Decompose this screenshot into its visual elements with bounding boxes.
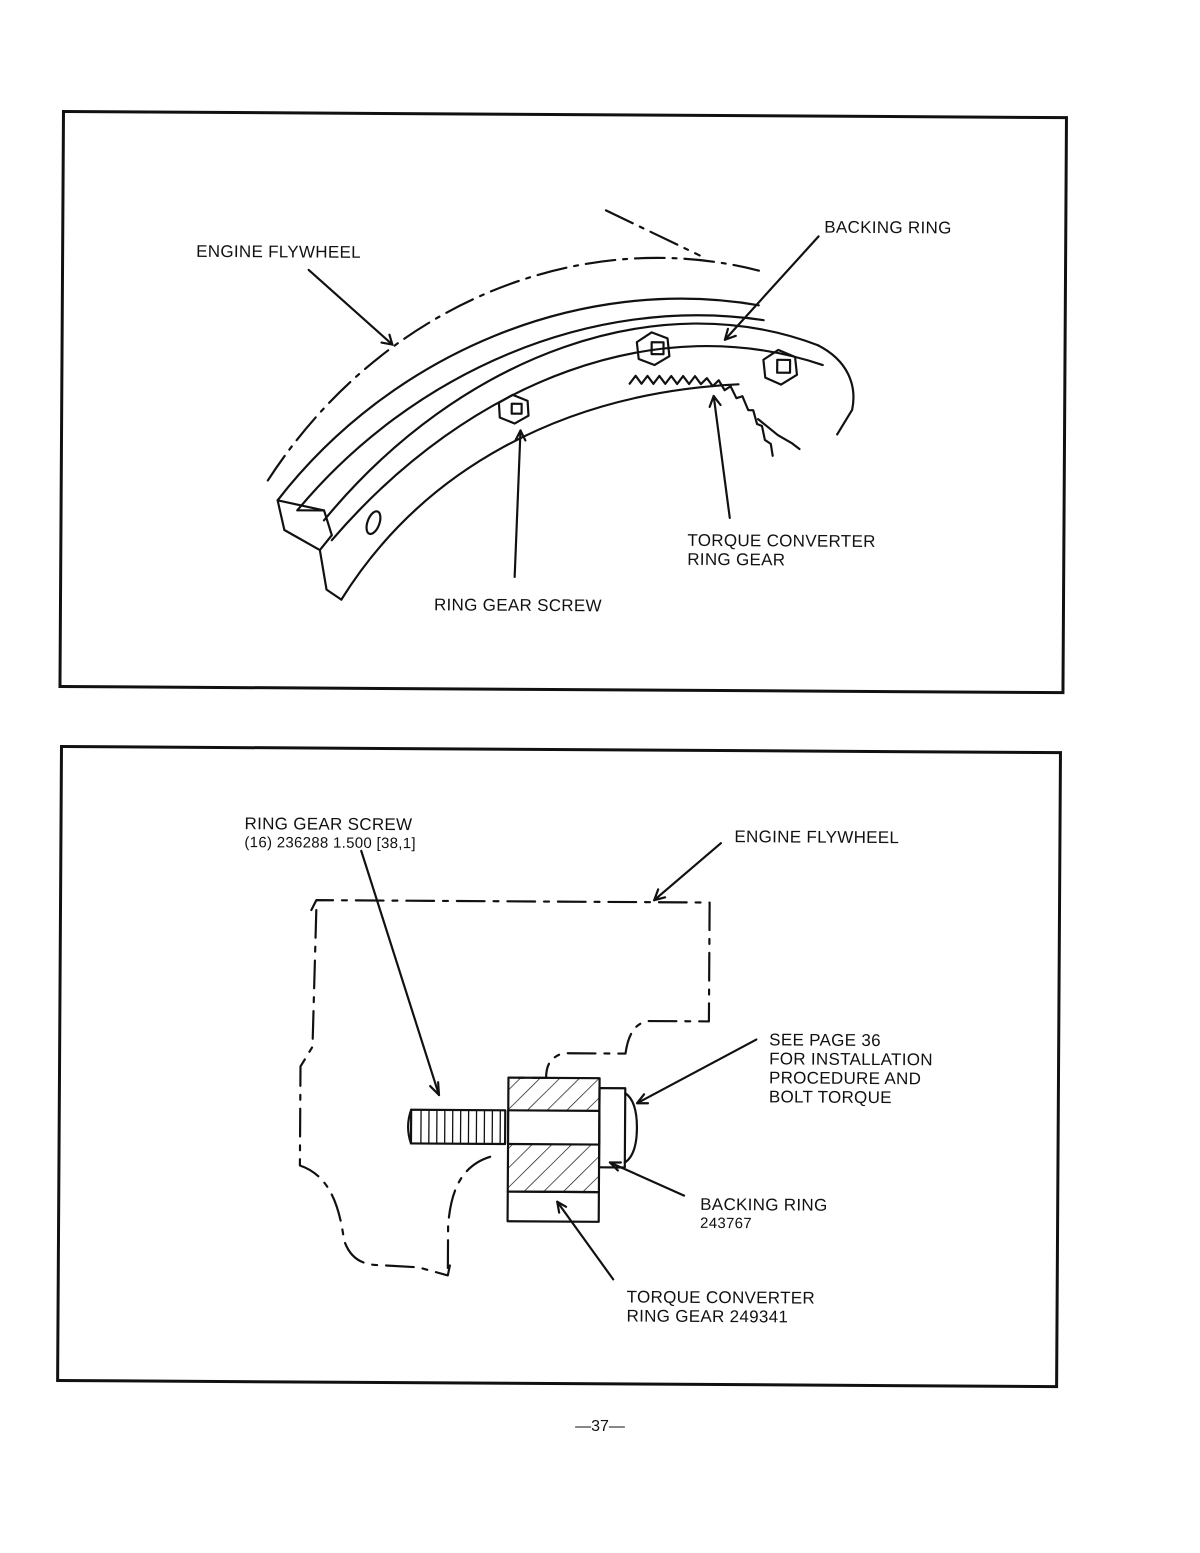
ring-gear-teeth	[628, 374, 774, 457]
leader-engine-flywheel	[653, 842, 722, 902]
bolt-hole	[365, 510, 382, 536]
backing-ring-mid	[330, 345, 824, 542]
label-ring-gear-screw-line2: (16) 236288 1.500 [38,1]	[244, 834, 416, 853]
label-torque-converter-line2: RING GEAR	[687, 549, 786, 570]
ring-gear-section-view	[298, 842, 758, 1281]
label-backing-ring: BACKING RING 243767	[700, 1195, 828, 1234]
label-ring-gear-screw-spec: RING GEAR SCREW (16) 236288 1.500 [38,1]	[244, 814, 416, 853]
figure-bottom-panel: RING GEAR SCREW (16) 236288 1.500 [38,1]…	[56, 745, 1062, 1389]
label-torque-converter-ring-gear: TORQUE CONVERTER RING GEAR 249341	[626, 1287, 815, 1326]
flywheel-ring-gear-illustration	[266, 209, 855, 601]
bolt-head-1	[497, 393, 530, 425]
flywheel-phantom-tail	[604, 209, 701, 257]
label-installation-note: SEE PAGE 36 FOR INSTALLATION PROCEDURE A…	[769, 1030, 933, 1107]
leader-torque-converter	[556, 1200, 615, 1281]
flywheel-phantom-outline	[266, 256, 761, 482]
flywheel-section-phantom	[298, 899, 711, 1277]
flywheel-end-block	[276, 499, 333, 552]
label-torque-converter-line1: TORQUE CONVERTER	[687, 530, 876, 551]
figure-top-panel: ENGINE FLYWHEEL BACKING RING TORQUE CONV…	[58, 110, 1068, 695]
note-line-1: SEE PAGE 36	[769, 1030, 881, 1051]
label-ring-gear-screw-line1: RING GEAR SCREW	[244, 814, 413, 835]
backing-ring-end	[318, 548, 343, 601]
flywheel-inner-edge	[296, 314, 765, 512]
note-line-4: BOLT TORQUE	[768, 1087, 892, 1108]
leader-ring-gear-screw	[360, 849, 441, 1097]
label-engine-flywheel: ENGINE FLYWHEEL	[196, 241, 361, 262]
leader-backing-ring	[723, 235, 820, 341]
backing-ring-inner	[340, 383, 740, 601]
bolt-head	[597, 1087, 627, 1169]
ring-gear-phantom	[446, 1155, 492, 1272]
note-line-3: PROCEDURE AND	[768, 1068, 922, 1089]
leader-installation-note	[635, 1038, 758, 1105]
leader-engine-flywheel	[307, 268, 394, 346]
label-ring-gear-screw: RING GEAR SCREW	[433, 595, 602, 616]
backing-ring-outer	[322, 322, 819, 522]
screw-thread	[420, 1109, 501, 1145]
leader-backing-ring	[608, 1161, 686, 1197]
label-backing-ring-line2: 243767	[700, 1214, 752, 1233]
bolt-head-2	[635, 331, 671, 367]
note-line-2: FOR INSTALLATION	[769, 1049, 933, 1070]
bolt-head-3	[762, 348, 799, 386]
label-backing-ring-line1: BACKING RING	[700, 1194, 828, 1215]
screw-shank	[409, 1108, 507, 1146]
label-engine-flywheel: ENGINE FLYWHEEL	[734, 827, 900, 848]
label-torque-converter-ring-gear: TORQUE CONVERTER RING GEAR	[687, 531, 876, 570]
leader-ring-gear-screw	[513, 429, 522, 579]
page-number: —37—	[575, 1418, 625, 1435]
label-backing-ring: BACKING RING	[824, 217, 952, 238]
backing-ring-block	[506, 1190, 600, 1223]
flywheel-outer-edge	[276, 297, 760, 502]
label-torque-converter-line2: RING GEAR 249341	[626, 1306, 789, 1327]
label-torque-converter-line1: TORQUE CONVERTER	[626, 1287, 816, 1308]
leader-torque-converter	[712, 394, 731, 519]
